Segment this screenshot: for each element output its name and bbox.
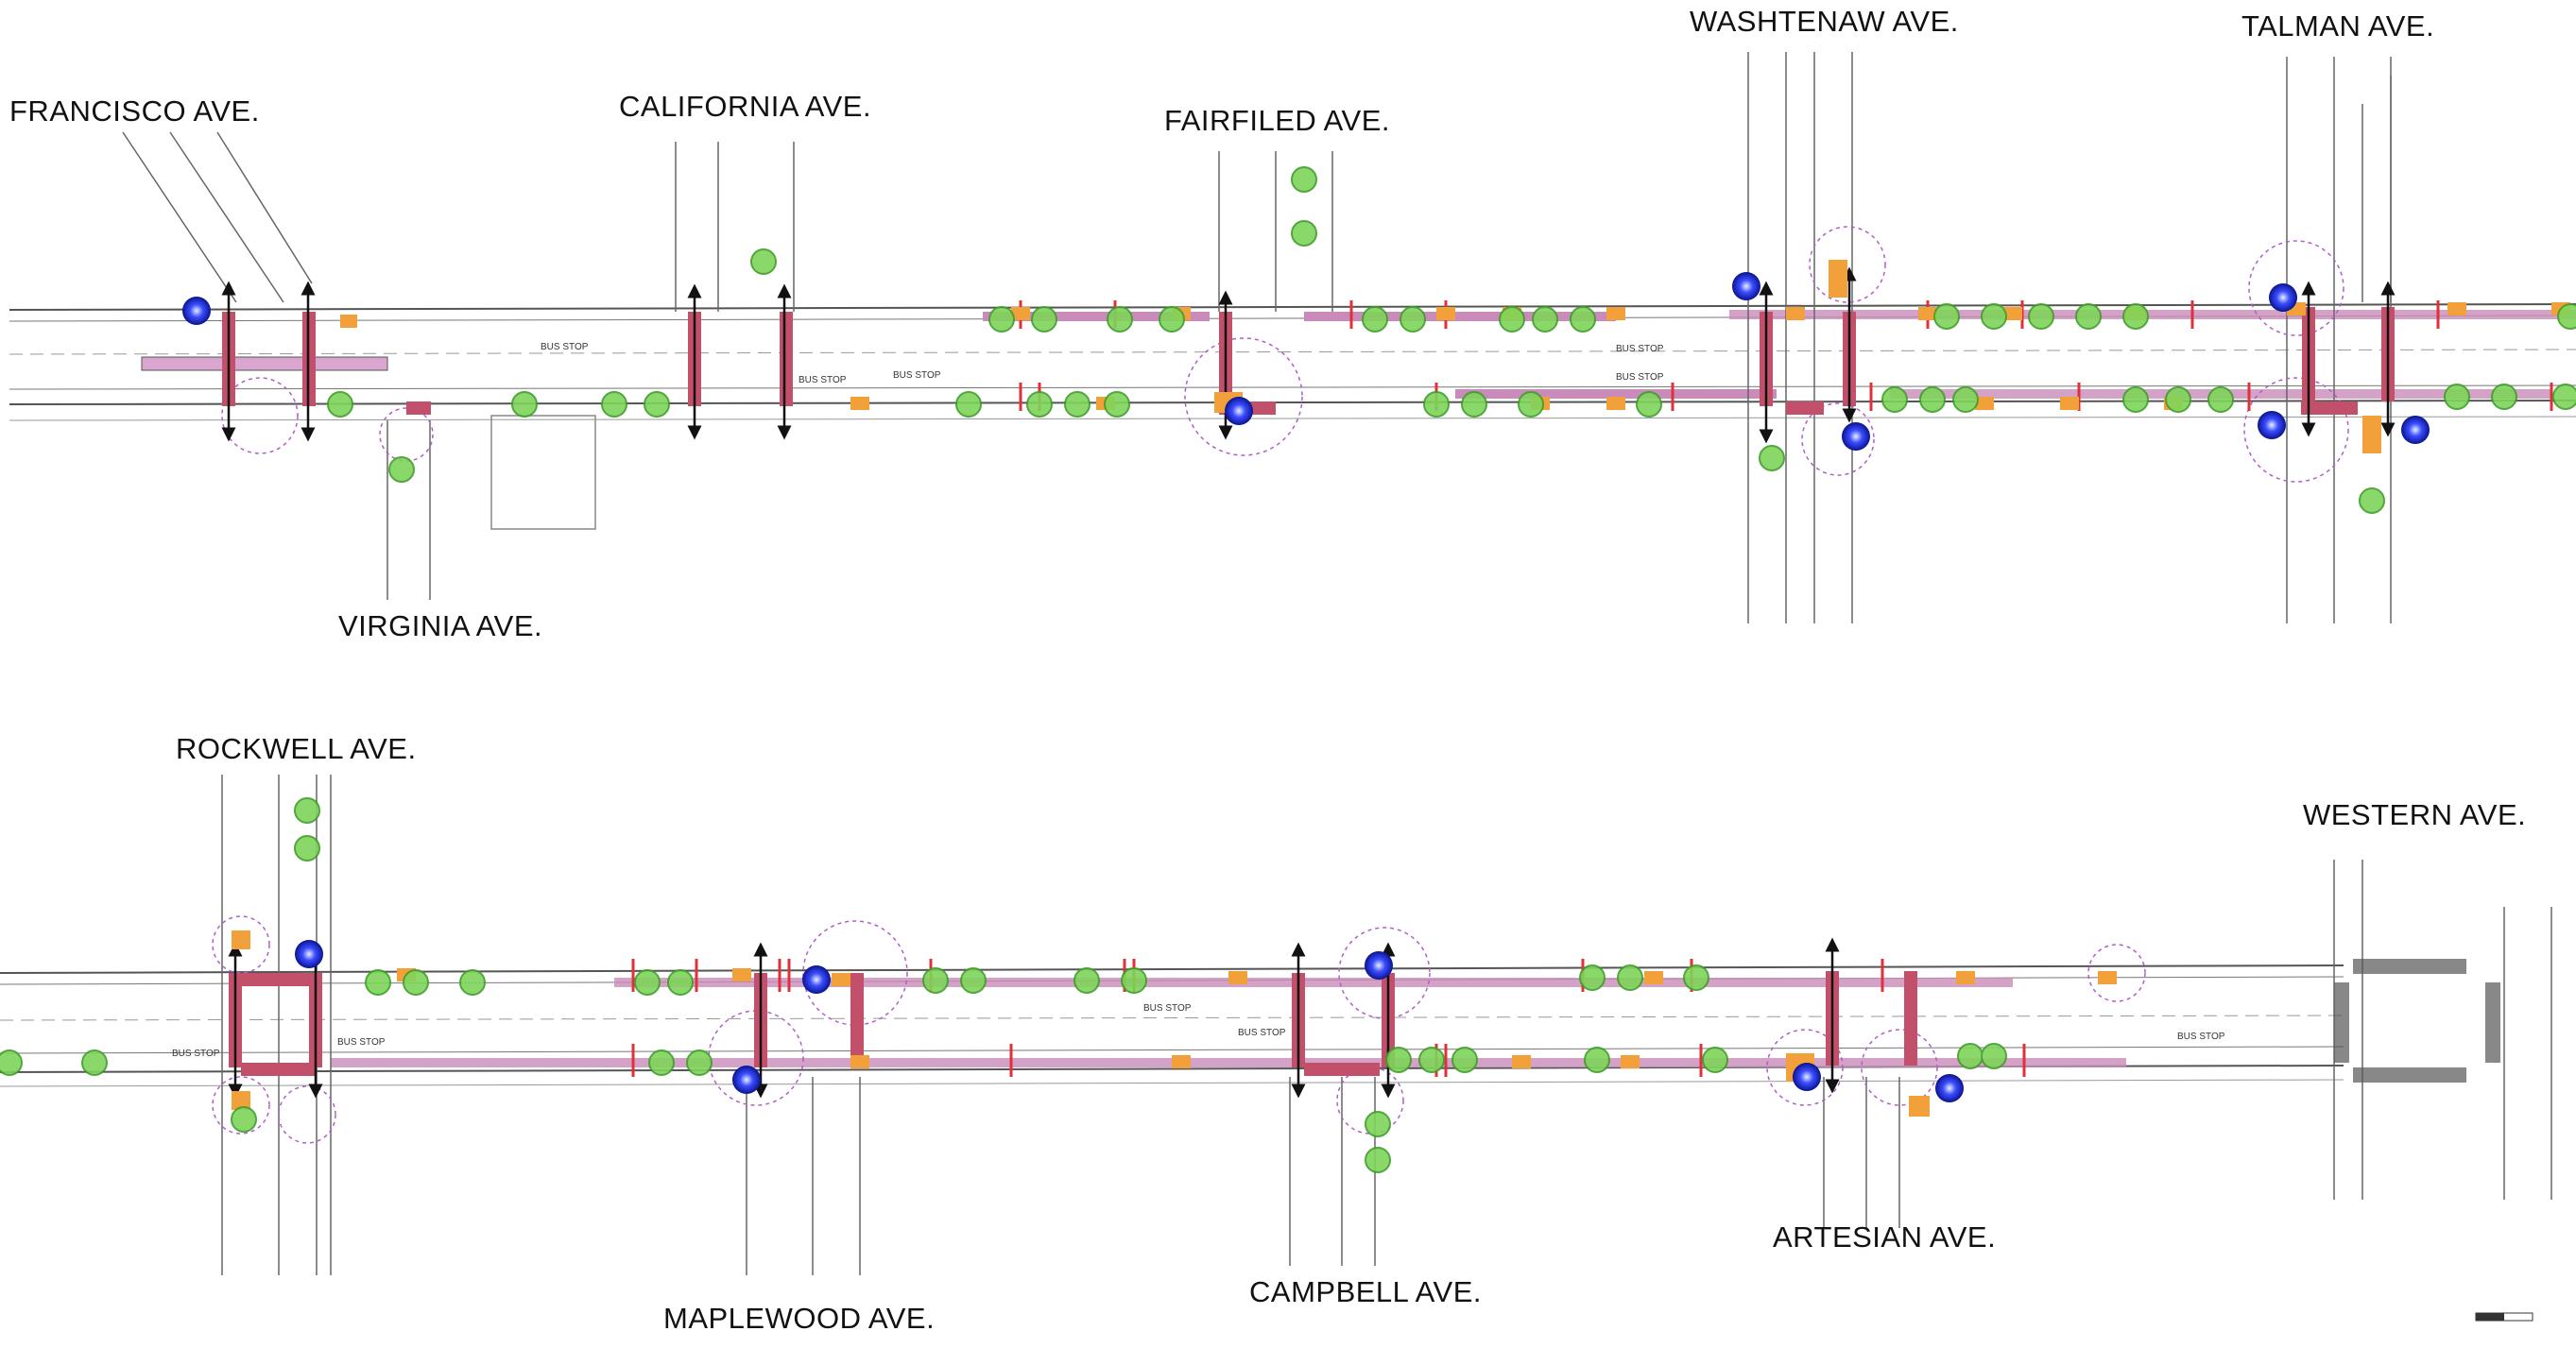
street-light-icon (1365, 951, 1393, 980)
street-label-campbell: CAMPBELL AVE. (1249, 1275, 1482, 1308)
street-label-francisco: FRANCISCO AVE. (9, 94, 260, 128)
street-light-icon (732, 1066, 761, 1094)
svg-text:BUS STOP: BUS STOP (893, 370, 941, 381)
svg-text:BUS STOP: BUS STOP (799, 375, 847, 385)
street-light-icon (1225, 397, 1253, 425)
svg-text:BUS STOP: BUS STOP (541, 342, 589, 352)
bottom-bus-stops: BUS STOP BUS STOP BUS STOP BUS STOP BUS … (172, 1003, 2225, 1059)
top-dashed-circles (221, 226, 2349, 483)
street-label-rockwell: ROCKWELL AVE. (176, 732, 417, 765)
street-label-fairfiled: FAIRFILED AVE. (1164, 104, 1391, 137)
bottom-dashed-circles (212, 915, 2146, 1144)
street-light-icon (295, 940, 323, 968)
svg-text:BUS STOP: BUS STOP (1616, 344, 1664, 354)
top-street-lights (182, 272, 2430, 451)
bottom-trees (0, 797, 2007, 1173)
top-bus-stops: BUS STOP BUS STOP BUS STOP BUS STOP BUS … (541, 342, 1664, 385)
street-light-icon (2258, 411, 2286, 439)
svg-text:BUS STOP: BUS STOP (2177, 1032, 2225, 1042)
svg-text:BUS STOP: BUS STOP (1143, 1003, 1192, 1014)
top-crosswalk-arrows (221, 266, 2396, 444)
svg-text:BUS STOP: BUS STOP (337, 1037, 386, 1048)
bottom-benches (232, 930, 2117, 1117)
street-light-icon (1842, 422, 1870, 451)
western-crosswalk (2334, 959, 2500, 1083)
street-label-talman: TALMAN AVE. (2241, 9, 2435, 43)
svg-text:BUS STOP: BUS STOP (1616, 372, 1664, 383)
svg-text:BUS STOP: BUS STOP (1238, 1028, 1286, 1038)
street-label-california: CALIFORNIA AVE. (619, 90, 872, 123)
street-light-icon (1793, 1063, 1821, 1091)
top-benches (340, 260, 2570, 453)
top-trees (327, 166, 2576, 514)
bottom-street-lights (295, 940, 1964, 1102)
street-label-washtenaw: WASHTENAW AVE. (1690, 5, 1959, 38)
street-light-icon (1732, 272, 1760, 300)
scale-bar (2475, 1312, 2533, 1322)
street-label-virginia: VIRGINIA AVE. (338, 609, 543, 642)
street-light-icon (1935, 1074, 1964, 1102)
street-light-icon (2269, 283, 2297, 312)
street-light-icon (802, 965, 831, 994)
street-light-icon (2401, 416, 2430, 444)
street-label-maplewood: MAPLEWOOD AVE. (663, 1302, 936, 1335)
street-label-western: WESTERN AVE. (2303, 798, 2527, 831)
svg-text:BUS STOP: BUS STOP (172, 1049, 220, 1059)
street-light-icon (182, 297, 211, 325)
street-label-artesian: ARTESIAN AVE. (1773, 1220, 1997, 1254)
